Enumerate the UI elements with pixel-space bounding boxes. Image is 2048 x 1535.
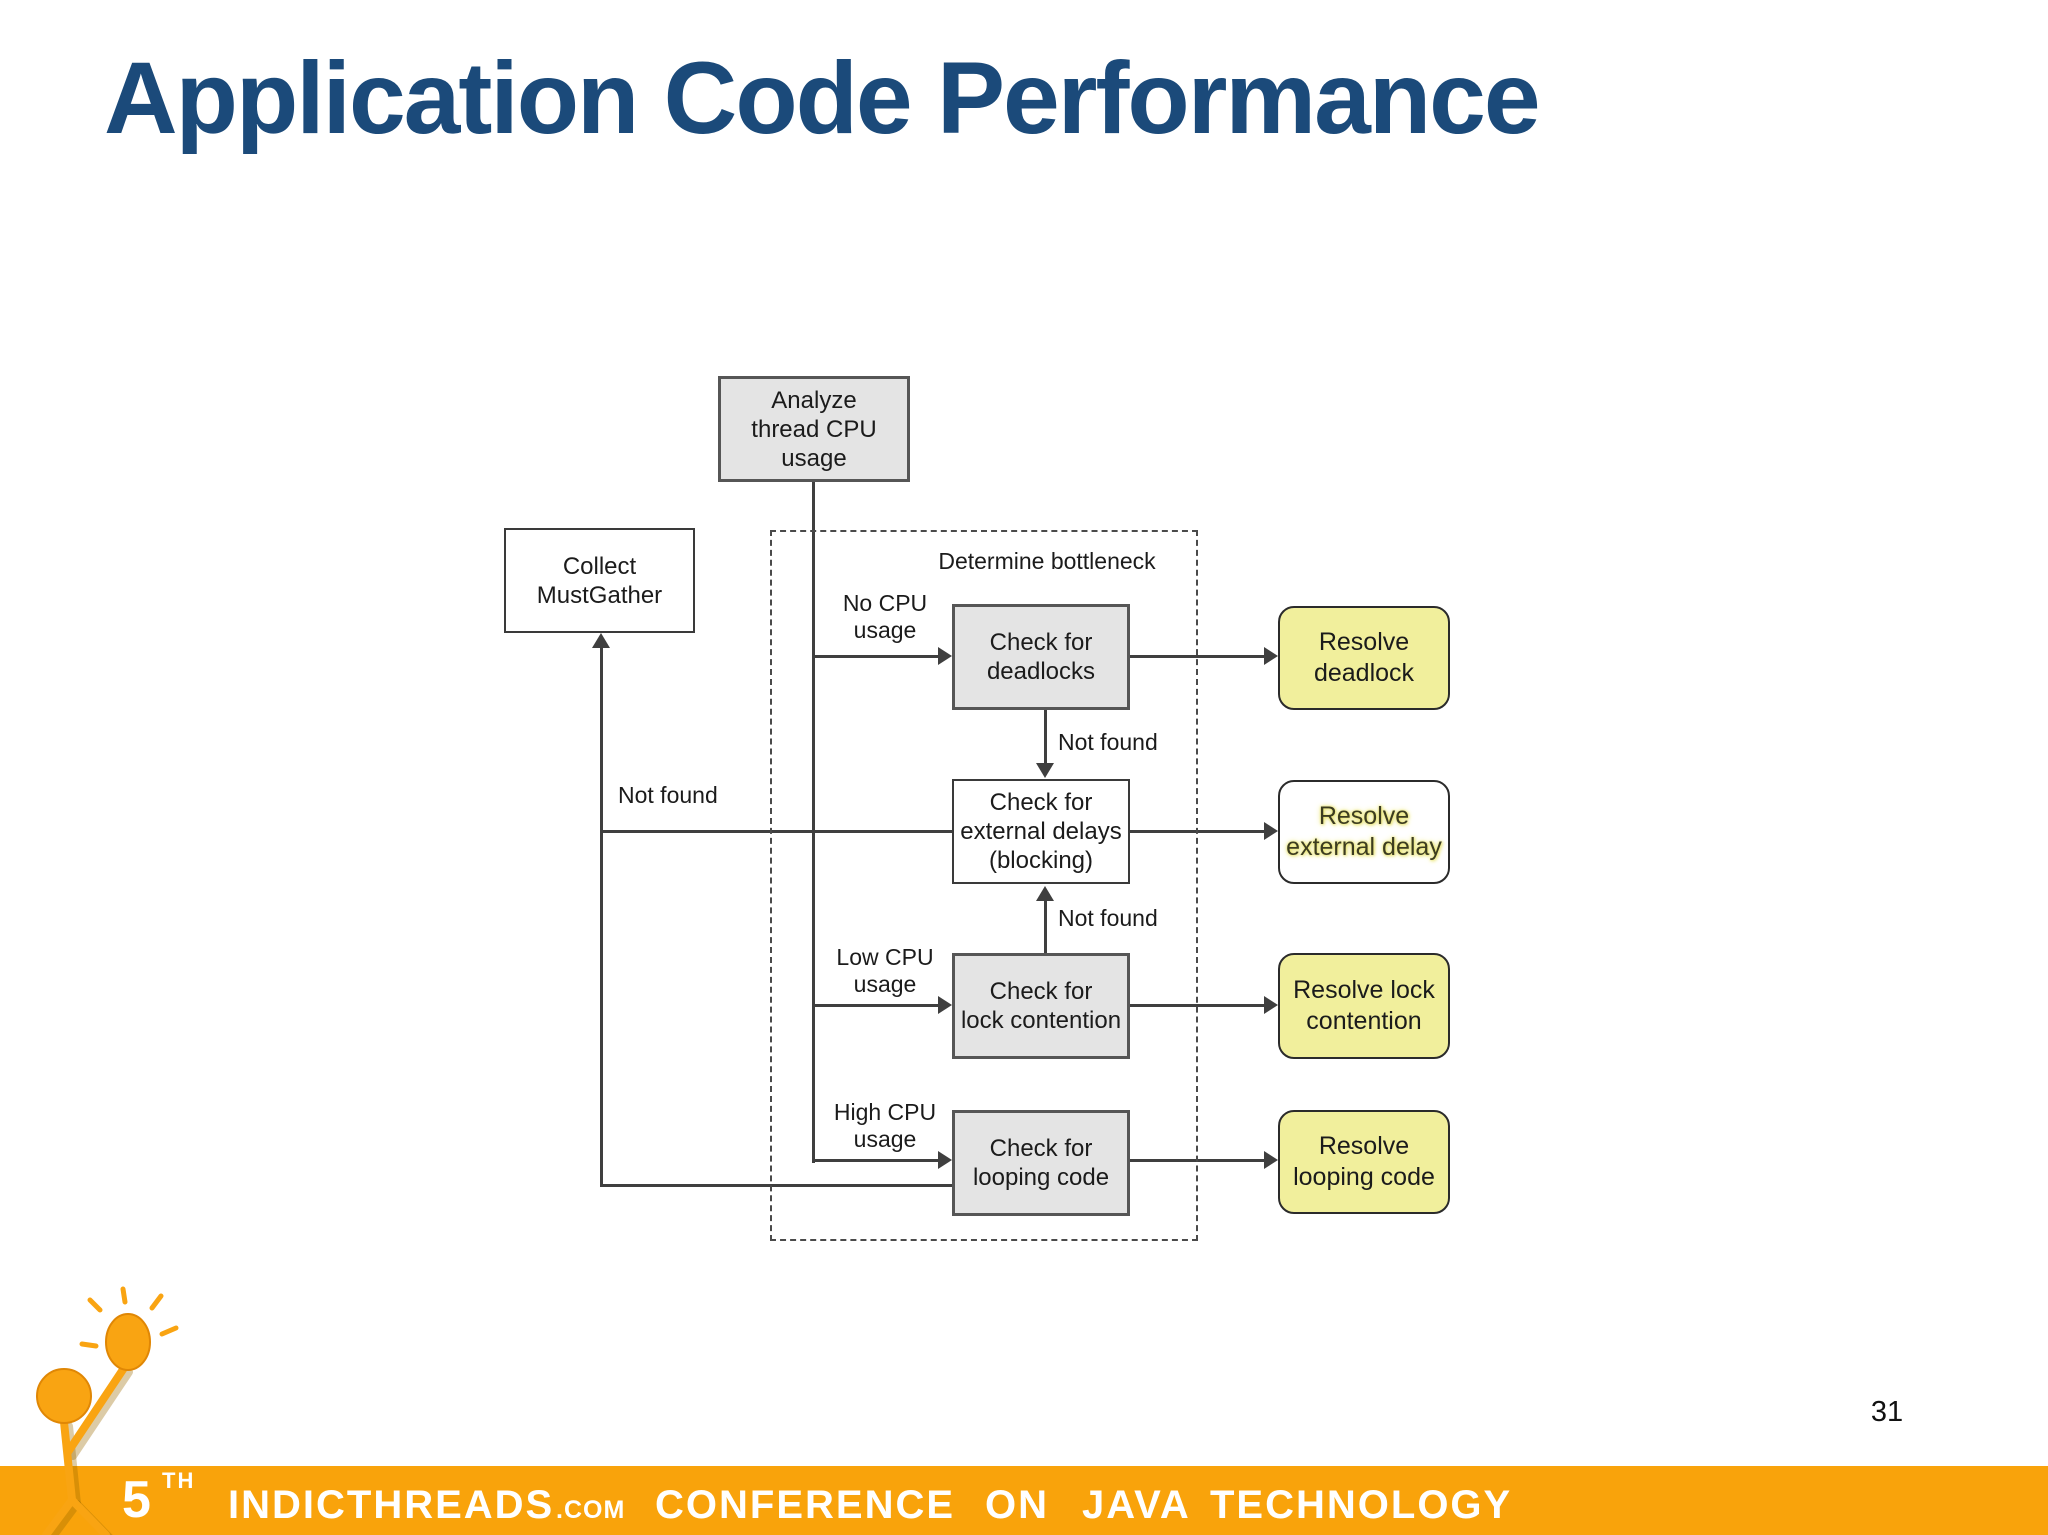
node-resolve-deadlock: Resolve deadlock	[1278, 606, 1450, 710]
arrowhead-right-icon	[1264, 822, 1278, 840]
footer-word-java: JAVA	[1082, 1483, 1191, 1527]
connector-loop-return	[601, 1184, 952, 1187]
connector-no-cpu	[814, 655, 940, 658]
arrowhead-right-icon	[1264, 1151, 1278, 1169]
page-title: Application Code Performance	[104, 41, 1541, 155]
connector-to-resolve-external	[1130, 830, 1266, 833]
logo-head	[36, 1368, 92, 1424]
arrowhead-right-icon	[938, 996, 952, 1014]
footer-word-on: ON	[985, 1483, 1049, 1527]
arrowhead-right-icon	[938, 1151, 952, 1169]
footer-domain: .COM	[556, 1496, 626, 1524]
arrowhead-down-icon	[1036, 763, 1054, 778]
footer-ordinal: TH	[162, 1468, 196, 1493]
arrowhead-right-icon	[1264, 996, 1278, 1014]
label-no-cpu-usage: No CPU usage	[842, 590, 928, 643]
page-number: 31	[1870, 1396, 1904, 1428]
label-high-cpu-usage: High CPU usage	[833, 1099, 937, 1152]
label-not-found-lock: Not found	[1058, 905, 1158, 931]
connector-to-resolve-lock	[1130, 1004, 1266, 1007]
connector-return-trunk	[600, 648, 603, 1187]
node-resolve-looping-code: Resolve looping code	[1278, 1110, 1450, 1214]
label-low-cpu-usage: Low CPU usage	[836, 944, 934, 997]
indicthreads-logo-icon	[36, 1286, 179, 1535]
footer-word-conference: CONFERENCE	[655, 1483, 956, 1527]
node-collect-mustgather: Collect MustGather	[504, 528, 695, 633]
connector-deadlocks-notfound	[1044, 710, 1047, 764]
connector-to-resolve-loop	[1130, 1159, 1266, 1162]
node-check-looping-code: Check for looping code	[952, 1110, 1130, 1216]
arrowhead-right-icon	[1264, 647, 1278, 665]
group-label: Determine bottleneck	[938, 548, 1156, 574]
node-check-external-delays: Check for external delays (blocking)	[952, 779, 1130, 884]
footer-word-technology: TECHNOLOGY	[1210, 1483, 1513, 1527]
node-analyze-thread-cpu: Analyze thread CPU usage	[718, 376, 910, 482]
connector-high-cpu	[814, 1159, 940, 1162]
label-not-found-deadlocks: Not found	[1058, 729, 1158, 755]
label-not-found-return: Not found	[618, 782, 718, 808]
connector-lock-notfound	[1044, 899, 1047, 953]
arrowhead-up-icon	[592, 633, 610, 648]
connector-external-return	[601, 830, 952, 833]
group-determine-bottleneck	[770, 530, 1198, 1241]
connector-low-cpu	[814, 1004, 940, 1007]
connector-to-resolve-deadlock	[1130, 655, 1266, 658]
logo-bulb	[105, 1313, 151, 1371]
node-check-deadlocks: Check for deadlocks	[952, 604, 1130, 710]
node-resolve-external-delay: Resolve external delay	[1278, 780, 1450, 884]
arrowhead-right-icon	[938, 647, 952, 665]
footer-number: 5	[122, 1471, 153, 1529]
footer-brand: INDICTHREADS	[228, 1483, 555, 1527]
footer-bar	[0, 1466, 2048, 1535]
node-resolve-lock-contention: Resolve lock contention	[1278, 953, 1450, 1059]
connector-analyze-trunk	[812, 482, 815, 1163]
arrowhead-up-icon	[1036, 886, 1054, 901]
node-check-lock-contention: Check for lock contention	[952, 953, 1130, 1059]
